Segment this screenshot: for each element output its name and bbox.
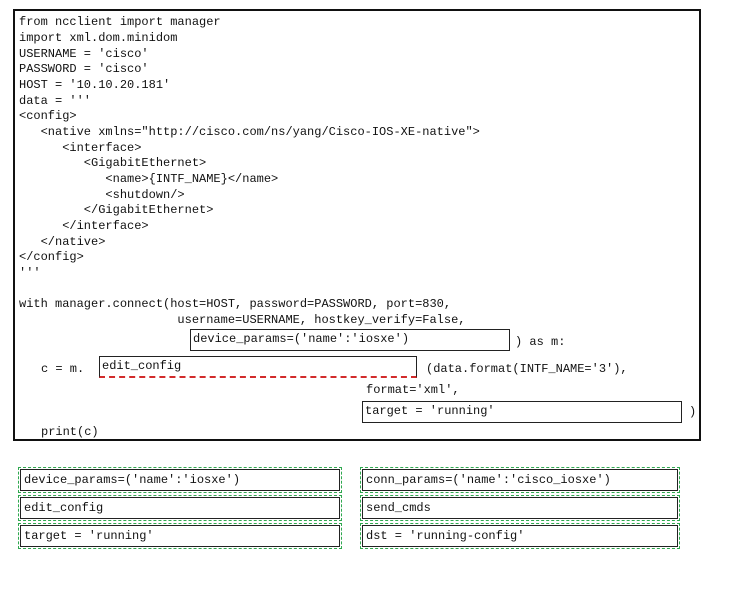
code-line: <config> (19, 109, 77, 123)
option-conn-params[interactable]: conn_params=('name':'cisco_iosxe') (360, 467, 680, 493)
code-line: from ncclient import manager (19, 15, 221, 29)
option-send-cmds[interactable]: send_cmds (360, 495, 680, 521)
code-line: ''' (19, 266, 41, 280)
code-line: <interface> (19, 141, 142, 155)
answer-slot-1[interactable]: device_params=('name':'iosxe') (190, 329, 510, 351)
code-line: <native xmlns="http://cisco.com/ns/yang/… (19, 125, 480, 139)
code-text-as-m: ) as m: (515, 335, 566, 349)
code-line: with manager.connect(host=HOST, password… (19, 297, 452, 311)
code-text-data-format: (data.format(INTF_NAME='3'), (426, 362, 628, 376)
code-line: </native> (19, 235, 106, 249)
code-line: </GigabitEthernet> (19, 203, 214, 217)
answer-slot-3[interactable]: target = 'running' (362, 401, 682, 423)
code-line: username=USERNAME, hostkey_verify=False, (19, 313, 466, 327)
code-line: HOST = '10.10.20.181' (19, 78, 171, 92)
code-line: <name>{INTF_NAME}</name> (19, 172, 279, 186)
option-edit-config[interactable]: edit_config (18, 495, 342, 521)
code-line: data = ''' (19, 94, 92, 108)
code-line: </config> (19, 250, 84, 264)
code-line: import xml.dom.minidom (19, 31, 178, 45)
code-panel: from ncclient import manager import xml.… (13, 9, 701, 441)
code-text-print: print(c) (41, 425, 99, 439)
code-line: </interface> (19, 219, 149, 233)
code-text-close-paren: ) (689, 405, 697, 419)
code-text-format-xml: format='xml', (366, 383, 460, 397)
code-line: <shutdown/> (19, 188, 185, 202)
code-line: USERNAME = 'cisco' (19, 47, 149, 61)
option-dst-running-config[interactable]: dst = 'running-config' (360, 523, 680, 549)
code-line: <GigabitEthernet> (19, 156, 207, 170)
answer-slot-2[interactable]: edit_config (99, 356, 417, 378)
option-device-params[interactable]: device_params=('name':'iosxe') (18, 467, 342, 493)
code-text-c-assign: c = m. (41, 362, 85, 376)
option-target-running[interactable]: target = 'running' (18, 523, 342, 549)
code-line: PASSWORD = 'cisco' (19, 62, 149, 76)
